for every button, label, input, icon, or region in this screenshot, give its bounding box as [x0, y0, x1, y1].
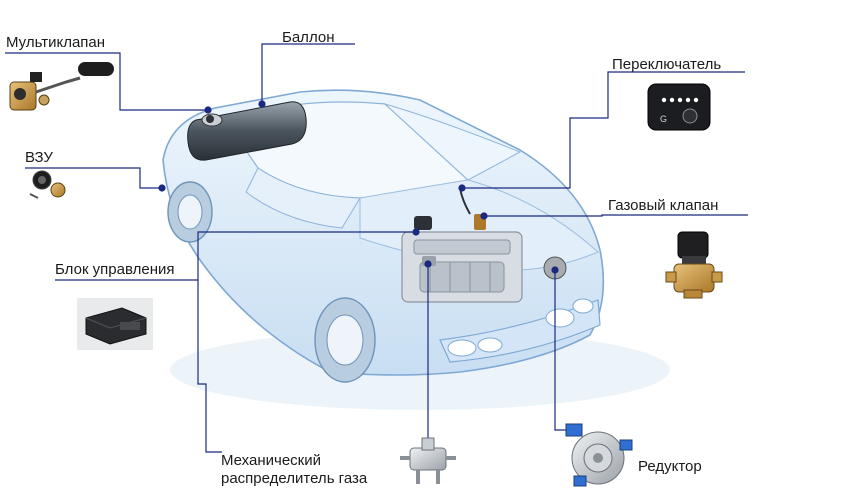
leader-switch [462, 71, 745, 189]
label-ecu: Блок управления [55, 261, 175, 278]
label-distributor-line2: распределитель газа [221, 470, 368, 487]
engine-block [401, 231, 523, 303]
car-illustration [162, 89, 670, 410]
control-unit-icon [77, 298, 153, 350]
leader-multivalve [5, 52, 208, 111]
front-wheel [314, 297, 376, 383]
label-multivalve: Мультиклапан [6, 34, 106, 51]
solenoid-valve-icon [665, 231, 723, 299]
switch-panel-icon: G [647, 83, 711, 131]
ecu-on-car [414, 216, 432, 230]
label-distributor-line1: Механический [221, 452, 321, 469]
label-switch: Переключатель [612, 56, 722, 73]
label-gas-valve: Газовый клапан [608, 197, 719, 214]
leader-ecu-down [197, 280, 222, 453]
reducer-icon [565, 423, 633, 487]
label-filler: ВЗУ [25, 149, 53, 166]
leader-filler [25, 167, 162, 189]
label-distributor: Механический распределитель газа [221, 452, 367, 488]
leader-lines [5, 43, 748, 453]
tank-icon [187, 101, 307, 161]
filler-icon [29, 170, 66, 199]
leader-ecu [55, 231, 416, 281]
gas-distributor-icon [400, 437, 456, 484]
rear-wheel [167, 181, 213, 243]
leader-tank [261, 43, 355, 104]
leader-gas-valve [484, 214, 748, 217]
svg-text:G: G [660, 114, 667, 124]
label-reducer: Редуктор [638, 458, 702, 475]
label-tank: Баллон [282, 29, 335, 46]
multivalve-icon [9, 62, 114, 111]
